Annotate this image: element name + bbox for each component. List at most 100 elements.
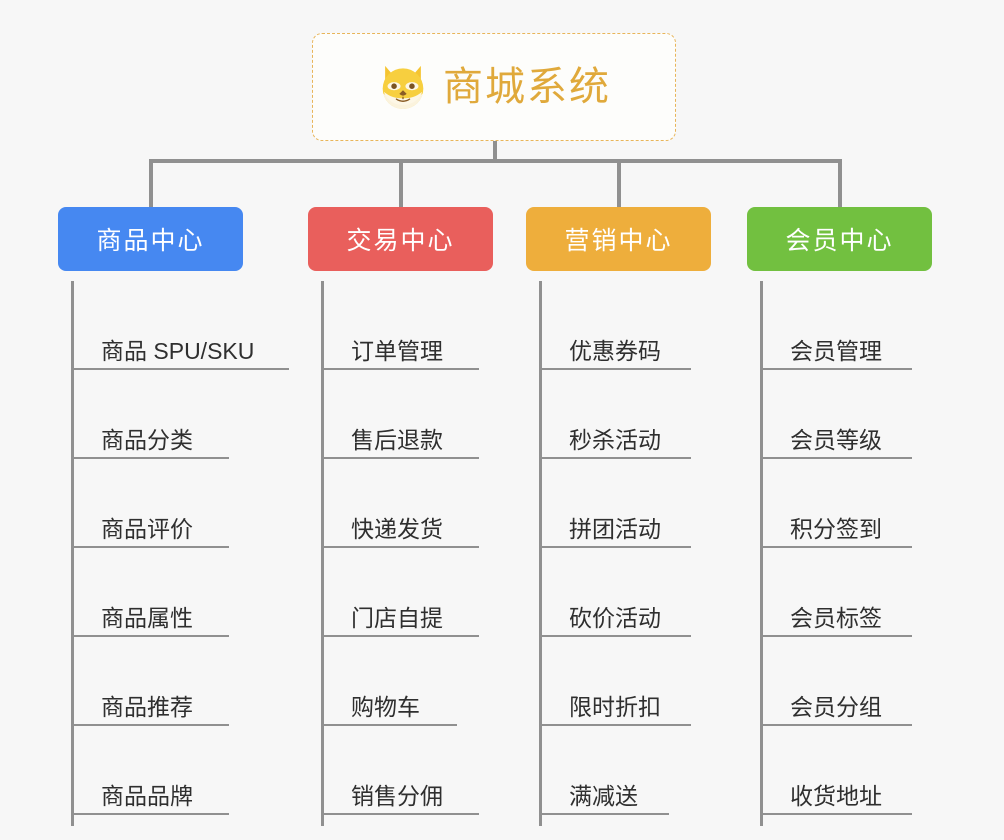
- list-item[interactable]: 满减送: [539, 726, 711, 815]
- branch-trunk-2: [321, 281, 324, 826]
- connector-drop-4: [838, 159, 842, 207]
- list-item[interactable]: 积分签到: [760, 459, 932, 548]
- leaf-underline: [760, 368, 912, 370]
- branch-trunk-1: [71, 281, 74, 826]
- list-item[interactable]: 商品 SPU/SKU: [71, 281, 289, 370]
- connector-drop-1: [149, 159, 153, 207]
- category-header-3[interactable]: 营销中心: [526, 207, 711, 271]
- list-item-label: 会员标签: [790, 604, 882, 631]
- leaf-underline: [71, 546, 229, 548]
- list-item[interactable]: 购物车: [321, 637, 493, 726]
- list-item[interactable]: 快递发货: [321, 459, 493, 548]
- list-item-label: 会员管理: [790, 337, 882, 364]
- list-item[interactable]: 砍价活动: [539, 548, 711, 637]
- shiba-dog-face-icon: [382, 65, 424, 109]
- leaf-underline: [760, 457, 912, 459]
- list-item-label: 门店自提: [351, 604, 443, 631]
- connector-drop-3: [617, 159, 621, 207]
- root-title: 商城系统: [443, 65, 611, 109]
- branch-4: 会员管理 会员等级 积分签到 会员标签 会员分组 收货地址: [747, 281, 932, 826]
- leaf-underline: [539, 368, 691, 370]
- leaf-underline: [539, 546, 691, 548]
- leaf-underline: [539, 635, 691, 637]
- list-item[interactable]: 拼团活动: [539, 459, 711, 548]
- list-item-label: 收货地址: [790, 782, 882, 809]
- list-item-label: 满减送: [569, 782, 638, 809]
- leaf-underline: [71, 724, 229, 726]
- leaf-underline: [321, 724, 457, 726]
- branch-1: 商品 SPU/SKU 商品分类 商品评价 商品属性 商品推荐 商品品牌: [58, 281, 289, 826]
- leaf-underline: [539, 813, 669, 815]
- leaf-underline: [71, 368, 289, 370]
- branch-column-2: 交易中心 订单管理 售后退款 快递发货 门店自提 购物车: [308, 207, 493, 826]
- list-item[interactable]: 限时折扣: [539, 637, 711, 726]
- list-item[interactable]: 销售分佣: [321, 726, 493, 815]
- leaf-underline: [71, 635, 229, 637]
- leaf-underline: [71, 813, 229, 815]
- leaf-underline: [321, 457, 479, 459]
- list-item[interactable]: 商品属性: [71, 548, 243, 637]
- branch-column-4: 会员中心 会员管理 会员等级 积分签到 会员标签 会员分组: [747, 207, 932, 826]
- category-header-4[interactable]: 会员中心: [747, 207, 932, 271]
- category-header-1[interactable]: 商品中心: [58, 207, 243, 271]
- list-item[interactable]: 会员标签: [760, 548, 932, 637]
- list-item-label: 优惠券码: [569, 337, 661, 364]
- list-item[interactable]: 订单管理: [321, 281, 493, 370]
- list-item[interactable]: 商品评价: [71, 459, 243, 548]
- list-item[interactable]: 商品分类: [71, 370, 243, 459]
- list-item-label: 秒杀活动: [569, 426, 661, 453]
- list-item[interactable]: 会员等级: [760, 370, 932, 459]
- category-header-2[interactable]: 交易中心: [308, 207, 493, 271]
- list-item[interactable]: 商品品牌: [71, 726, 243, 815]
- list-item[interactable]: 收货地址: [760, 726, 932, 815]
- list-item-label: 会员分组: [790, 693, 882, 720]
- leaf-underline: [760, 813, 912, 815]
- list-item[interactable]: 会员管理: [760, 281, 932, 370]
- branch-column-1: 商品中心 商品 SPU/SKU 商品分类 商品评价 商品属性 商品推荐: [58, 207, 289, 826]
- list-item[interactable]: 会员分组: [760, 637, 932, 726]
- list-item-label: 商品分类: [101, 426, 193, 453]
- root-node[interactable]: 商城系统: [312, 33, 676, 141]
- list-item-label: 商品 SPU/SKU: [101, 337, 255, 364]
- leaf-underline: [321, 368, 479, 370]
- branch-3: 优惠券码 秒杀活动 拼团活动 砍价活动 限时折扣 满减送: [526, 281, 711, 826]
- category-header-3-label: 营销中心: [564, 227, 673, 255]
- branch-2: 订单管理 售后退款 快递发货 门店自提 购物车 销售分佣: [308, 281, 493, 826]
- list-item[interactable]: 秒杀活动: [539, 370, 711, 459]
- list-item-label: 售后退款: [351, 426, 443, 453]
- category-header-1-label: 商品中心: [96, 227, 205, 255]
- list-item-label: 商品评价: [101, 515, 193, 542]
- list-item-label: 销售分佣: [351, 782, 443, 809]
- leaf-underline: [760, 546, 912, 548]
- branch-trunk-3: [539, 281, 542, 826]
- leaf-underline: [321, 635, 479, 637]
- connector-bus: [149, 159, 842, 163]
- leaf-underline: [71, 457, 229, 459]
- list-item-label: 积分签到: [790, 515, 882, 542]
- connector-root-stem: [493, 141, 497, 162]
- list-item[interactable]: 优惠券码: [539, 281, 711, 370]
- leaf-underline: [539, 457, 691, 459]
- list-item-label: 会员等级: [790, 426, 882, 453]
- list-item[interactable]: 商品推荐: [71, 637, 243, 726]
- list-item-label: 砍价活动: [569, 604, 661, 631]
- leaf-underline: [321, 546, 479, 548]
- category-header-4-label: 会员中心: [785, 227, 894, 255]
- leaf-underline: [760, 724, 912, 726]
- list-item-label: 快递发货: [351, 515, 443, 542]
- list-item-label: 购物车: [351, 693, 420, 720]
- list-item-label: 限时折扣: [569, 693, 661, 720]
- leaf-underline: [539, 724, 691, 726]
- list-item-label: 商品推荐: [101, 693, 193, 720]
- list-item-label: 订单管理: [351, 337, 443, 364]
- category-header-2-label: 交易中心: [346, 227, 455, 255]
- list-item[interactable]: 售后退款: [321, 370, 493, 459]
- leaf-underline: [321, 813, 479, 815]
- leaf-underline: [760, 635, 912, 637]
- connector-drop-2: [399, 159, 403, 207]
- list-item[interactable]: 门店自提: [321, 548, 493, 637]
- list-item-label: 拼团活动: [569, 515, 661, 542]
- list-item-label: 商品品牌: [101, 782, 193, 809]
- branch-column-3: 营销中心 优惠券码 秒杀活动 拼团活动 砍价活动 限时折扣: [526, 207, 711, 826]
- list-item-label: 商品属性: [101, 604, 193, 631]
